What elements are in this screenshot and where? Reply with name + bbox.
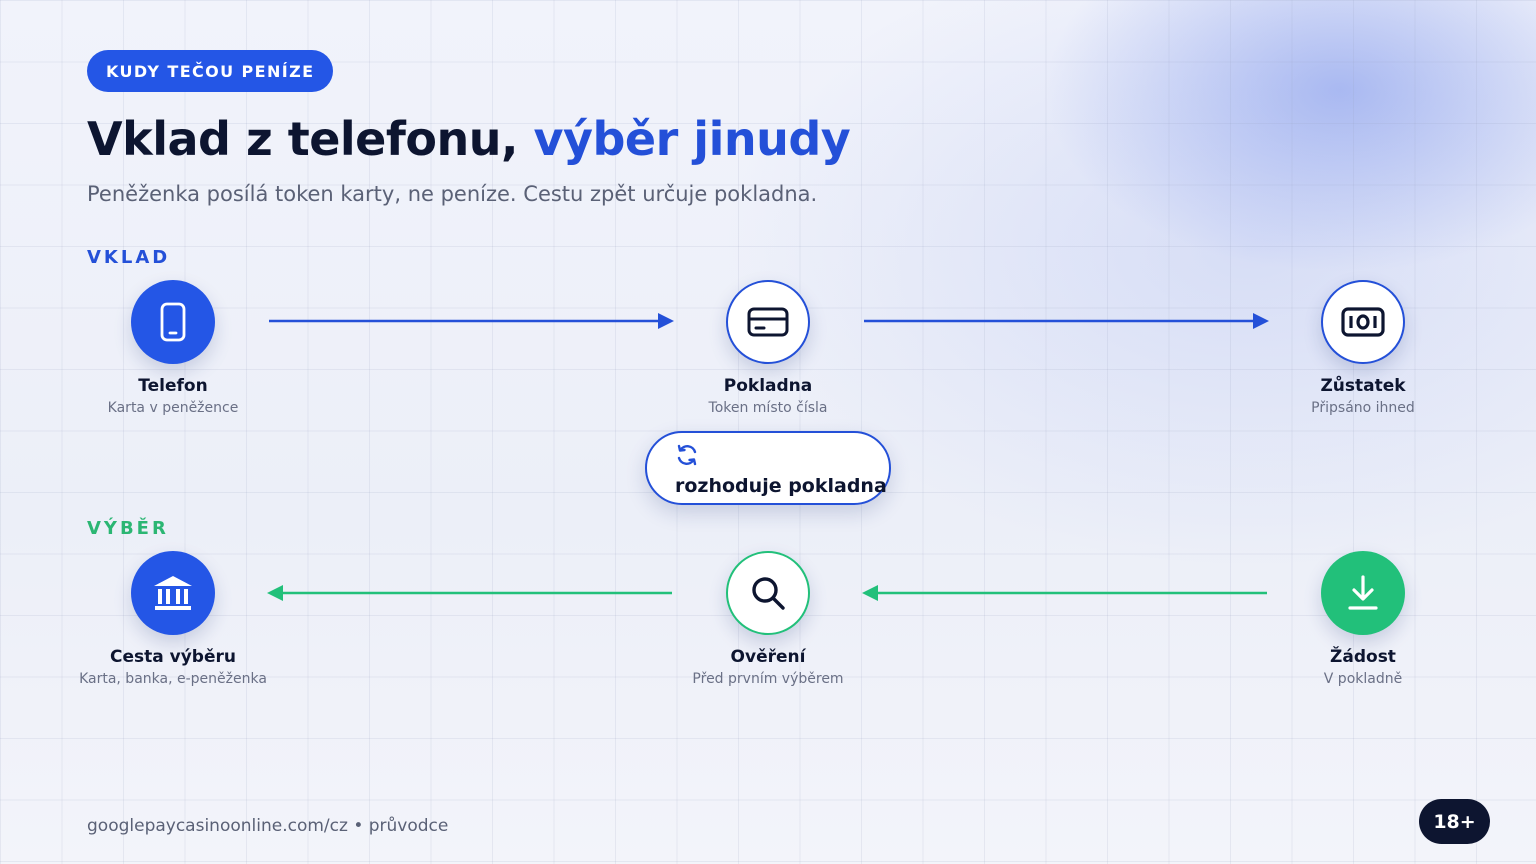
node-sub: Token místo čísla xyxy=(708,400,828,416)
footer-source: googlepaycasinoonline.com/cz • průvodce xyxy=(87,816,449,836)
node-cesta-vyberu: Cesta výběru Karta, banka, e-peněženka xyxy=(53,551,293,687)
deposit-row-label: VKLAD xyxy=(87,247,171,268)
deposit-arrow-2 xyxy=(864,313,1269,329)
node-telefon: Telefon Karta v peněžence xyxy=(53,280,293,416)
node-label: Cesta výběru xyxy=(110,647,236,667)
node-label: Ověření xyxy=(730,647,806,667)
node-zadost: Žádost V pokladně xyxy=(1243,551,1483,687)
refresh-icon xyxy=(675,443,889,471)
page-title: Vklad z telefonu, výběr jinudy xyxy=(87,112,851,166)
section-tag: KUDY TEČOU PENÍZE xyxy=(87,50,334,92)
title-main: Vklad z telefonu, xyxy=(87,112,534,166)
bank-icon xyxy=(131,551,215,635)
withdraw-arrow-1 xyxy=(862,585,1267,601)
withdraw-row-label: VÝBĚR xyxy=(87,518,169,539)
download-icon xyxy=(1321,551,1405,635)
node-label: Telefon xyxy=(138,376,208,396)
node-label: Žádost xyxy=(1330,647,1396,667)
page-subtitle: Peněženka posílá token karty, ne peníze.… xyxy=(87,182,818,206)
node-sub: Karta v peněžence xyxy=(107,400,239,416)
node-overeni: Ověření Před prvním výběrem xyxy=(648,551,888,687)
node-sub: Karta, banka, e-peněženka xyxy=(79,671,267,687)
node-sub: Před prvním výběrem xyxy=(692,671,844,687)
phone-icon xyxy=(131,280,215,364)
withdraw-arrow-2 xyxy=(267,585,672,601)
node-zustatek: Zůstatek Připsáno ihned xyxy=(1243,280,1483,416)
node-label: Pokladna xyxy=(723,376,813,396)
node-pokladna: Pokladna Token místo čísla xyxy=(648,280,888,416)
deposit-arrow-1 xyxy=(269,313,674,329)
node-label: Zůstatek xyxy=(1320,376,1406,396)
decision-label: rozhoduje pokladna xyxy=(675,475,887,497)
node-sub: V pokladně xyxy=(1323,671,1403,687)
credit-card-icon xyxy=(726,280,810,364)
title-accent: výběr jinudy xyxy=(533,112,851,166)
age-badge: 18+ xyxy=(1419,799,1490,844)
search-icon xyxy=(726,551,810,635)
node-sub: Připsáno ihned xyxy=(1311,400,1415,416)
banknote-icon xyxy=(1321,280,1405,364)
decision-pill: rozhoduje pokladna xyxy=(645,431,891,505)
